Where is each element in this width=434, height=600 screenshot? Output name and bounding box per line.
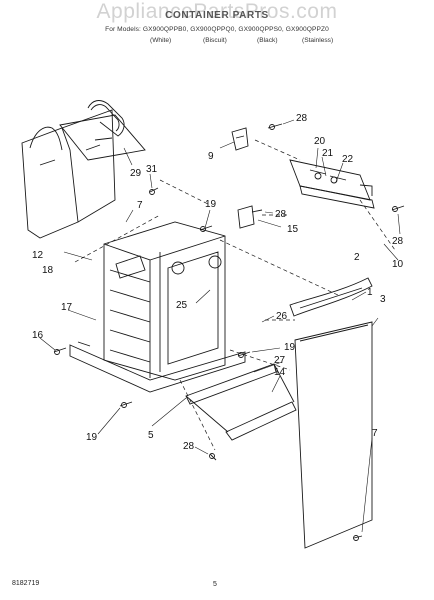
callout: 31	[146, 164, 158, 175]
screws	[53, 123, 405, 541]
assembly-lines	[74, 139, 396, 451]
color-white: (White)	[150, 37, 172, 44]
callout: 18	[42, 265, 54, 276]
base-plate	[69, 341, 246, 393]
front-panel	[294, 321, 373, 549]
callout: 10	[392, 259, 404, 270]
callout: 28	[183, 441, 195, 452]
diagram-title: CONTAINER PARTS	[165, 10, 269, 21]
callout: 14	[274, 367, 286, 378]
callout: 3	[380, 294, 386, 305]
callout: 26	[276, 311, 288, 322]
callout: 19	[205, 199, 217, 210]
callout: 21	[322, 148, 334, 159]
handle-2	[289, 277, 373, 317]
callout: 9	[208, 151, 214, 162]
color-black: (Black)	[257, 37, 278, 44]
guide-rail	[289, 159, 375, 209]
callout: 25	[176, 300, 188, 311]
callout: 1	[367, 287, 373, 298]
callout: 20	[314, 136, 326, 147]
callout: 17	[61, 302, 73, 313]
waste-bag	[21, 109, 116, 239]
drawer-handle	[185, 363, 297, 441]
callout: 16	[32, 330, 44, 341]
callout: 28	[296, 113, 308, 124]
bag-handle-frame	[59, 100, 146, 161]
bracket-9	[231, 127, 249, 151]
clip-15	[237, 205, 263, 229]
color-stainless: (Stainless)	[302, 37, 334, 44]
callout-numbers: 28 9 20 21 22 31 29 19 28 15 7 12 18 28 …	[32, 113, 404, 452]
callout: 29	[130, 168, 142, 179]
cabinet-frame	[103, 221, 226, 381]
leader-lines	[39, 119, 401, 533]
callout: 15	[287, 224, 299, 235]
watermark: AppliancePartsPros.com	[96, 0, 338, 23]
callout: 19	[284, 342, 296, 353]
document-number: 8182719	[12, 580, 40, 587]
callout: 28	[392, 236, 404, 247]
callout: 27	[274, 355, 286, 366]
callout: 28	[275, 209, 287, 220]
callout: 7	[137, 200, 143, 211]
callout: 5	[148, 430, 154, 441]
callout: 12	[32, 250, 44, 261]
color-biscuit: (Biscuit)	[203, 37, 227, 44]
callout: 7	[372, 428, 378, 439]
page-number: 5	[213, 581, 217, 588]
callout: 19	[86, 432, 98, 443]
model-list: For Models: GX900QPPB0, GX900QPPQ0, GX90…	[105, 26, 329, 33]
callout: 22	[342, 154, 354, 165]
callout: 2	[354, 252, 360, 263]
